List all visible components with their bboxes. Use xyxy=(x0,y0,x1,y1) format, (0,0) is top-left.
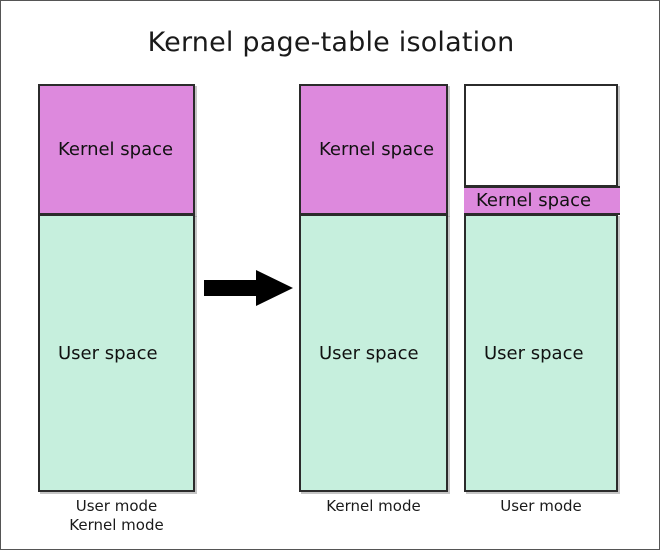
column-before-caption: User mode Kernel mode xyxy=(38,497,195,535)
column-user-mode-empty-space-block xyxy=(464,84,618,187)
column-kernel-mode-caption: Kernel mode xyxy=(299,497,448,516)
column-kernel-mode-user-space-block: User space xyxy=(299,214,448,492)
column-before-caption-line2: Kernel mode xyxy=(69,516,164,534)
kernel-space-label: Kernel space xyxy=(58,139,174,160)
column-user-mode-caption: User mode xyxy=(464,497,618,516)
kernel-space-label: Kernel space xyxy=(319,139,435,160)
column-kernel-mode-kernel-space-block: Kernel space xyxy=(299,84,448,215)
column-before-user-space-block: User space xyxy=(38,214,195,492)
page-title: Kernel page-table isolation xyxy=(147,27,515,58)
column-user-mode-user-space-block: User space xyxy=(464,214,618,492)
column-before-caption-line1: User mode xyxy=(75,497,158,515)
column-user-mode-kernel-space-block: Kernel space xyxy=(464,186,620,215)
user-space-label: User space xyxy=(484,342,584,364)
user-space-label: User space xyxy=(58,342,158,364)
column-before-kernel-space-block: Kernel space xyxy=(38,84,195,215)
user-space-label: User space xyxy=(319,342,419,364)
right-arrow-icon xyxy=(204,270,293,306)
column-user-mode-caption-line1: User mode xyxy=(500,497,582,515)
transition-arrow xyxy=(204,269,294,307)
kernel-space-label: Kernel space xyxy=(476,190,592,211)
column-kernel-mode-caption-line1: Kernel mode xyxy=(326,497,421,515)
